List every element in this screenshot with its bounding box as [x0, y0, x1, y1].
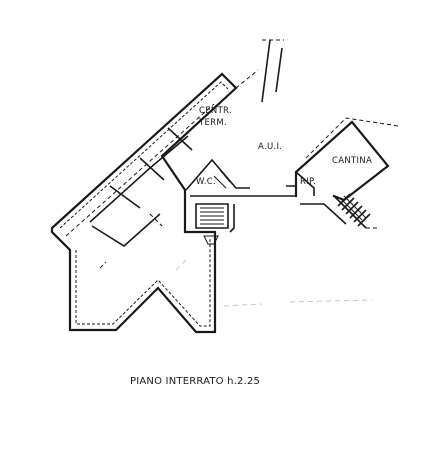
room-label-rip: RIP. — [300, 177, 317, 187]
cantina-stair-hatch — [339, 195, 367, 221]
stair-block — [195, 203, 229, 229]
wing-dashed-1 — [65, 103, 215, 237]
plan-caption: PIANO INTERRATO h.2.25 — [130, 376, 261, 387]
wing-partition-3 — [139, 157, 165, 181]
wc-fixture — [213, 169, 231, 189]
wing-dashed-2 — [99, 261, 107, 269]
wing-partition-6 — [149, 135, 189, 169]
outer-wall-bottom-inner — [75, 238, 211, 327]
wing-partition-4 — [167, 127, 193, 151]
room-label-term: TERM. — [199, 118, 228, 128]
wing-partition-2 — [109, 185, 141, 209]
central-corridor-wall — [190, 195, 296, 233]
room-label-aui: A.U.I. — [258, 142, 283, 152]
cantina-dashed — [305, 117, 399, 159]
rip-walls — [286, 171, 315, 196]
stair-treads — [200, 207, 224, 225]
wing-partition-1 — [89, 167, 151, 223]
shaft-dashed — [235, 39, 284, 89]
cantina-stair — [333, 193, 371, 229]
room-label-centr: CENTR. — [199, 106, 232, 116]
room-label-wc: W.C. — [196, 177, 216, 187]
cantina-corridor — [300, 203, 347, 225]
wc-walls — [185, 158, 250, 191]
outer-wall-main-inner — [59, 81, 229, 229]
external-boundary-1 — [223, 299, 373, 307]
cantina-walls — [294, 120, 390, 202]
stair-landing — [203, 235, 219, 245]
room-label-cantina: CANTINA — [332, 156, 373, 166]
external-boundary-2 — [175, 259, 187, 271]
wing-dashed-3 — [149, 213, 163, 227]
outer-wall-main — [50, 72, 238, 334]
shaft-walls — [261, 39, 283, 103]
wing-partition-5 — [91, 213, 161, 247]
